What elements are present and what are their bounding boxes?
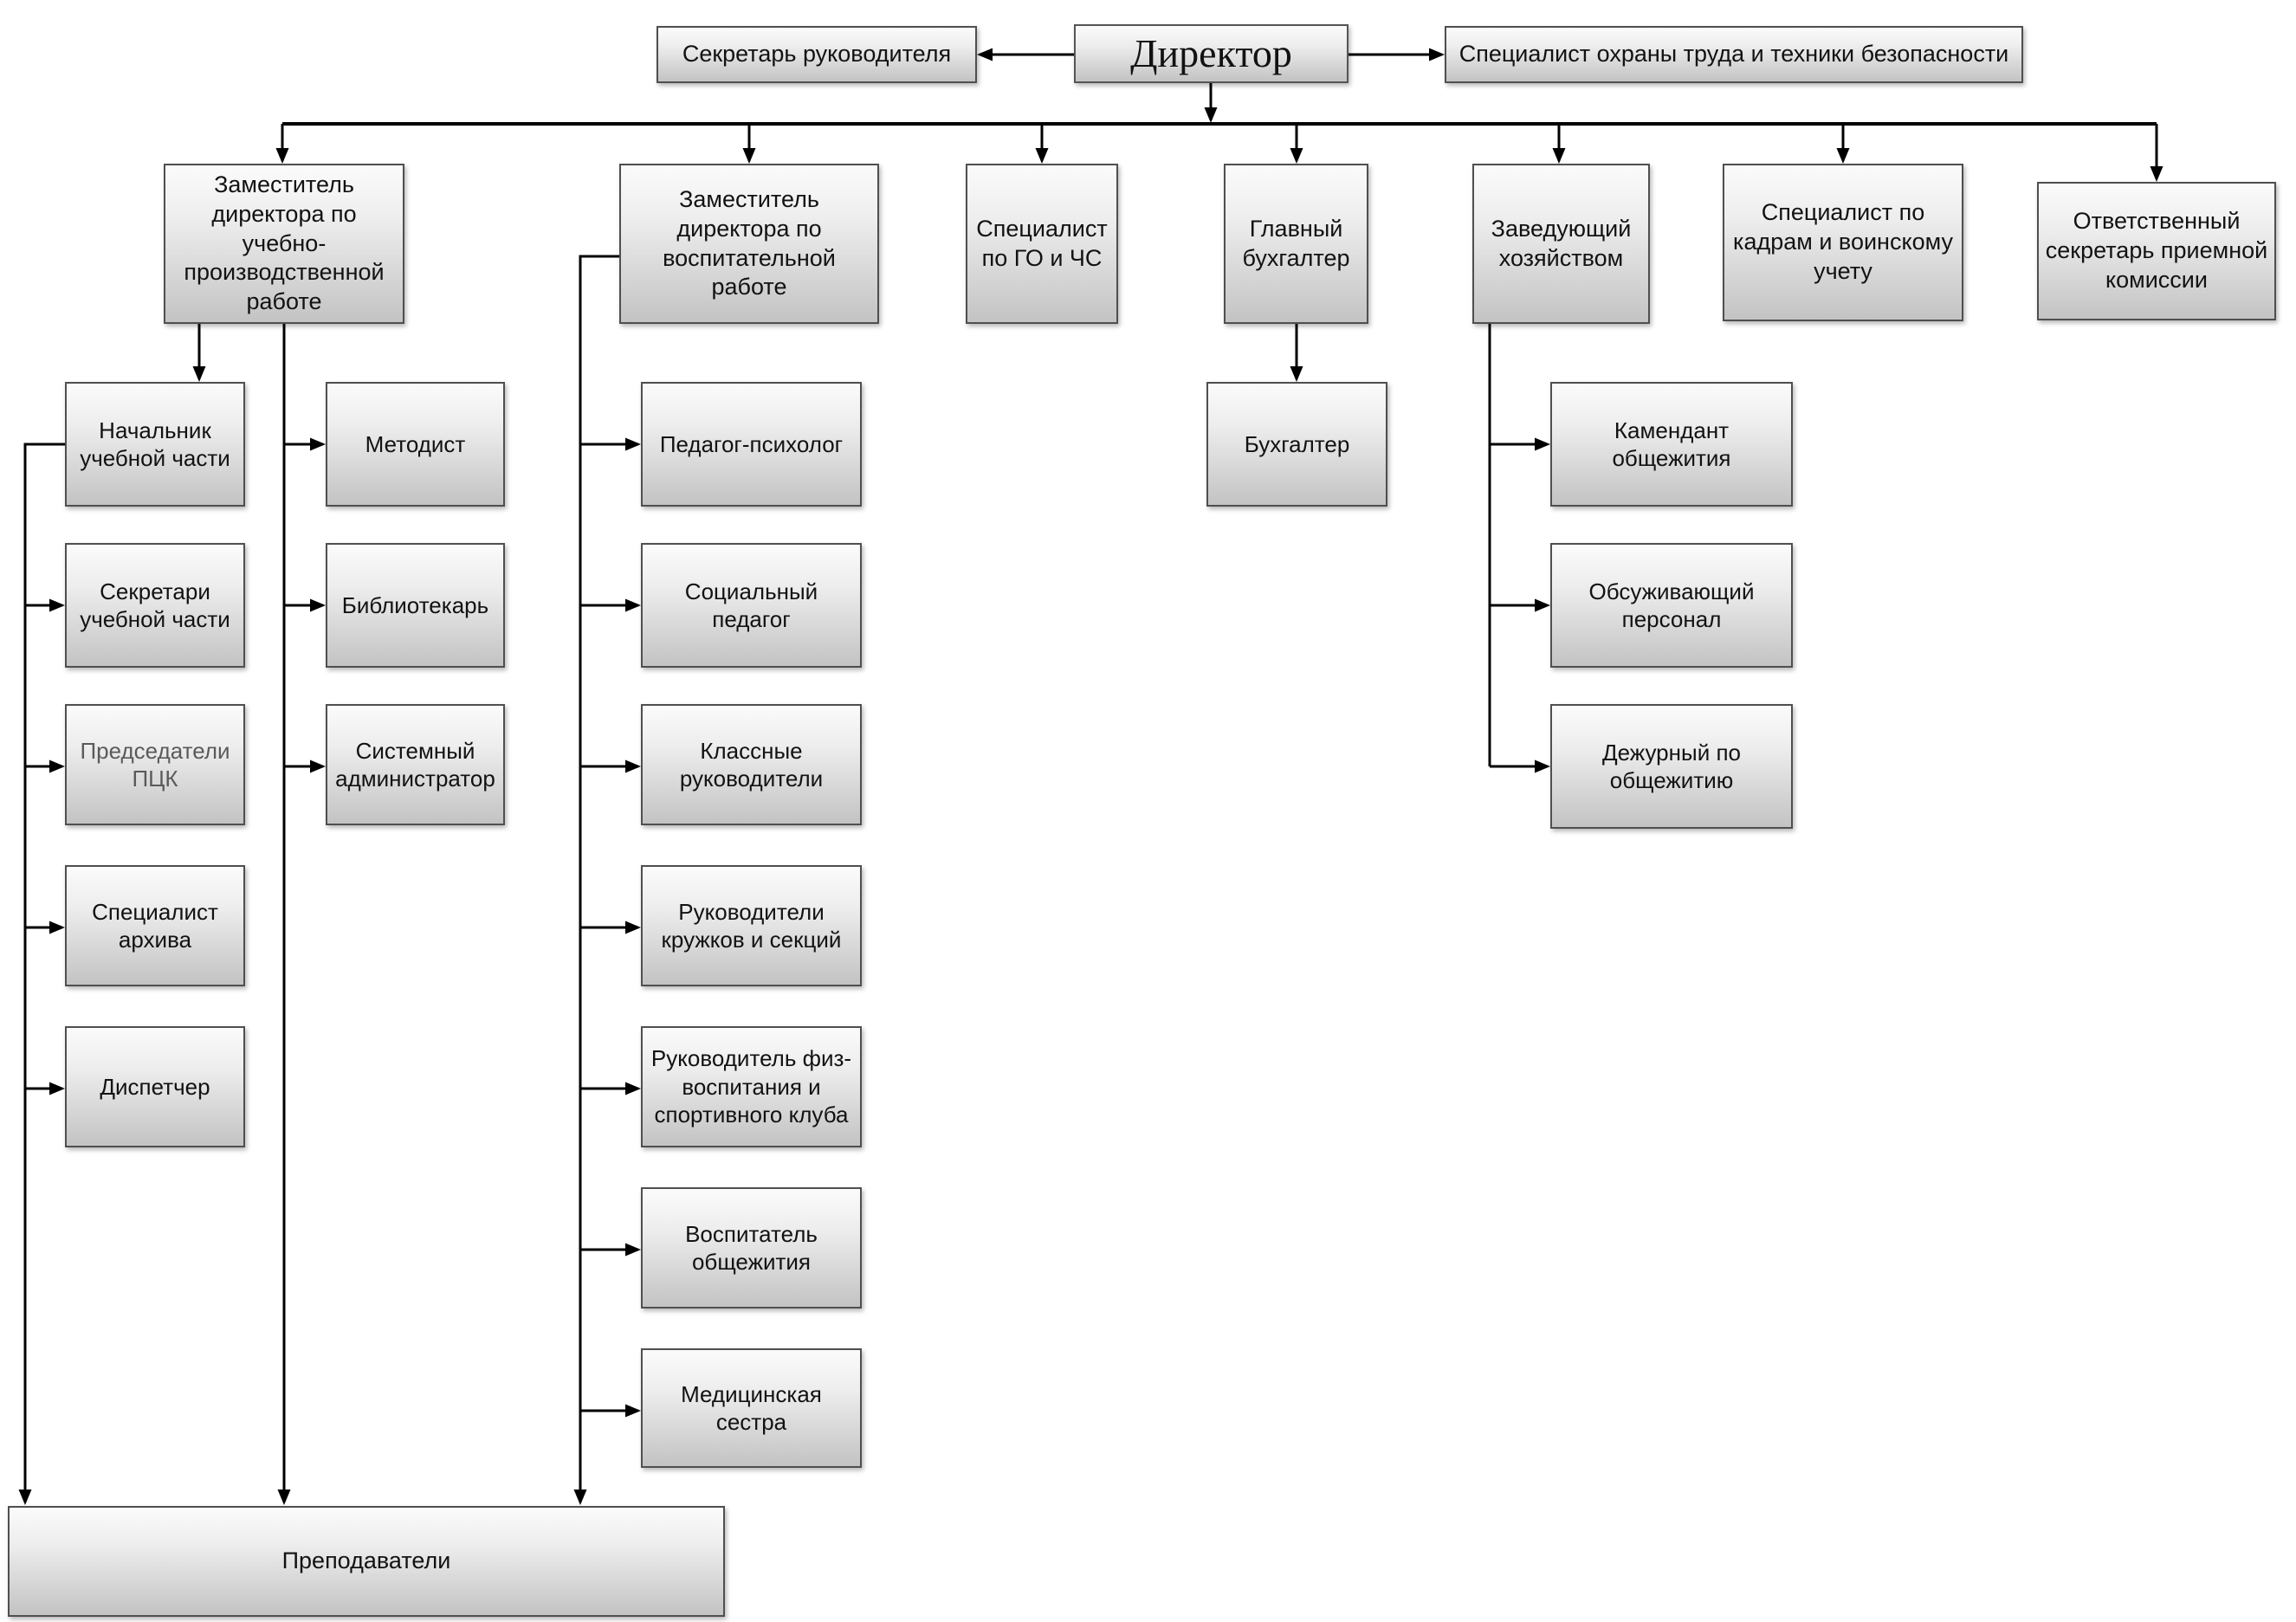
- node-pe-leader-label: Руководитель физ-воспитания и спортивног…: [650, 1045, 852, 1128]
- node-pck-chairs-label: Председатели ПЦК: [80, 737, 230, 792]
- node-go-chs-label: Специалист по ГО и ЧС: [976, 215, 1108, 271]
- node-class-teachers: Классные руководители: [641, 704, 862, 825]
- node-service-staff: Обсуживающий персонал: [1550, 543, 1793, 668]
- node-class-teachers-label: Классные руководители: [679, 737, 824, 792]
- node-accountant: Бухгалтер: [1206, 382, 1387, 507]
- node-accountant-label: Бухгалтер: [1244, 430, 1350, 457]
- node-deputy-training: Заместитель директора по учебно-производ…: [164, 164, 404, 324]
- node-head-study: Начальник учебной части: [65, 382, 245, 507]
- node-club-leaders-label: Руководители кружков и секций: [661, 898, 842, 953]
- node-club-leaders: Руководители кружков и секций: [641, 865, 862, 986]
- node-dorm-tutor: Воспитатель общежития: [641, 1187, 862, 1309]
- node-social-pedagogue-label: Социальный педагог: [684, 578, 818, 633]
- node-labor-safety: Специалист охраны труда и техники безопа…: [1445, 26, 2023, 83]
- node-methodist-label: Методист: [365, 430, 466, 457]
- node-dorm-duty: Дежурный по общежитию: [1550, 704, 1793, 829]
- node-go-chs: Специалист по ГО и ЧС: [966, 164, 1118, 324]
- node-director: Директор: [1074, 24, 1348, 83]
- node-archive-specialist: Специалист архива: [65, 865, 245, 986]
- node-hr-specialist: Специалист по кадрам и воинскому учету: [1723, 164, 1963, 321]
- node-admissions-secretary-label: Ответственный секретарь приемной комисси…: [2045, 208, 2268, 293]
- node-sysadmin-label: Системный администратор: [335, 737, 495, 792]
- node-head-study-label: Начальник учебной части: [80, 417, 230, 472]
- node-librarian-label: Библиотекарь: [341, 591, 489, 618]
- node-teachers: Преподаватели: [8, 1506, 725, 1617]
- node-service-staff-label: Обсуживающий персонал: [1588, 578, 1755, 633]
- node-chief-accountant-label: Главный бухгалтер: [1242, 215, 1350, 271]
- node-dispatcher-label: Диспетчер: [100, 1073, 210, 1100]
- node-sysadmin: Системный администратор: [326, 704, 505, 825]
- node-secretaries-study-label: Секретари учебной части: [80, 578, 230, 633]
- node-household-manager-label: Заведующий хозяйством: [1491, 215, 1632, 271]
- node-librarian: Библиотекарь: [326, 543, 505, 668]
- node-secretary-head-label: Секретарь руководителя: [682, 41, 952, 68]
- node-dorm-commandant: Камендант общежития: [1550, 382, 1793, 507]
- node-director-label: Директор: [1130, 31, 1292, 76]
- node-archive-specialist-label: Специалист архива: [92, 898, 218, 953]
- node-household-manager: Заведующий хозяйством: [1472, 164, 1650, 324]
- node-psychologist-label: Педагог-психолог: [659, 430, 844, 457]
- node-deputy-education-label: Заместитель директора по воспитательной …: [663, 186, 836, 300]
- node-admissions-secretary: Ответственный секретарь приемной комисси…: [2037, 182, 2276, 320]
- node-labor-safety-label: Специалист охраны труда и техники безопа…: [1458, 41, 2009, 68]
- node-hr-specialist-label: Специалист по кадрам и воинскому учету: [1733, 199, 1953, 284]
- node-nurse: Медицинская сестра: [641, 1348, 862, 1468]
- node-pe-leader: Руководитель физ-воспитания и спортивног…: [641, 1026, 862, 1147]
- node-dispatcher: Диспетчер: [65, 1026, 245, 1147]
- node-methodist: Методист: [326, 382, 505, 507]
- node-social-pedagogue: Социальный педагог: [641, 543, 862, 668]
- node-secretaries-study: Секретари учебной части: [65, 543, 245, 668]
- node-teachers-label: Преподаватели: [281, 1548, 451, 1574]
- node-dorm-commandant-label: Камендант общежития: [1612, 417, 1731, 472]
- node-deputy-training-label: Заместитель директора по учебно-производ…: [184, 171, 385, 315]
- node-chief-accountant: Главный бухгалтер: [1224, 164, 1368, 324]
- node-pck-chairs: Председатели ПЦК: [65, 704, 245, 825]
- node-psychologist: Педагог-психолог: [641, 382, 862, 507]
- node-secretary-head: Секретарь руководителя: [656, 26, 977, 83]
- node-dorm-tutor-label: Воспитатель общежития: [685, 1220, 818, 1276]
- node-nurse-label: Медицинская сестра: [681, 1380, 822, 1436]
- node-dorm-duty-label: Дежурный по общежитию: [1602, 739, 1741, 794]
- node-deputy-education: Заместитель директора по воспитательной …: [619, 164, 879, 324]
